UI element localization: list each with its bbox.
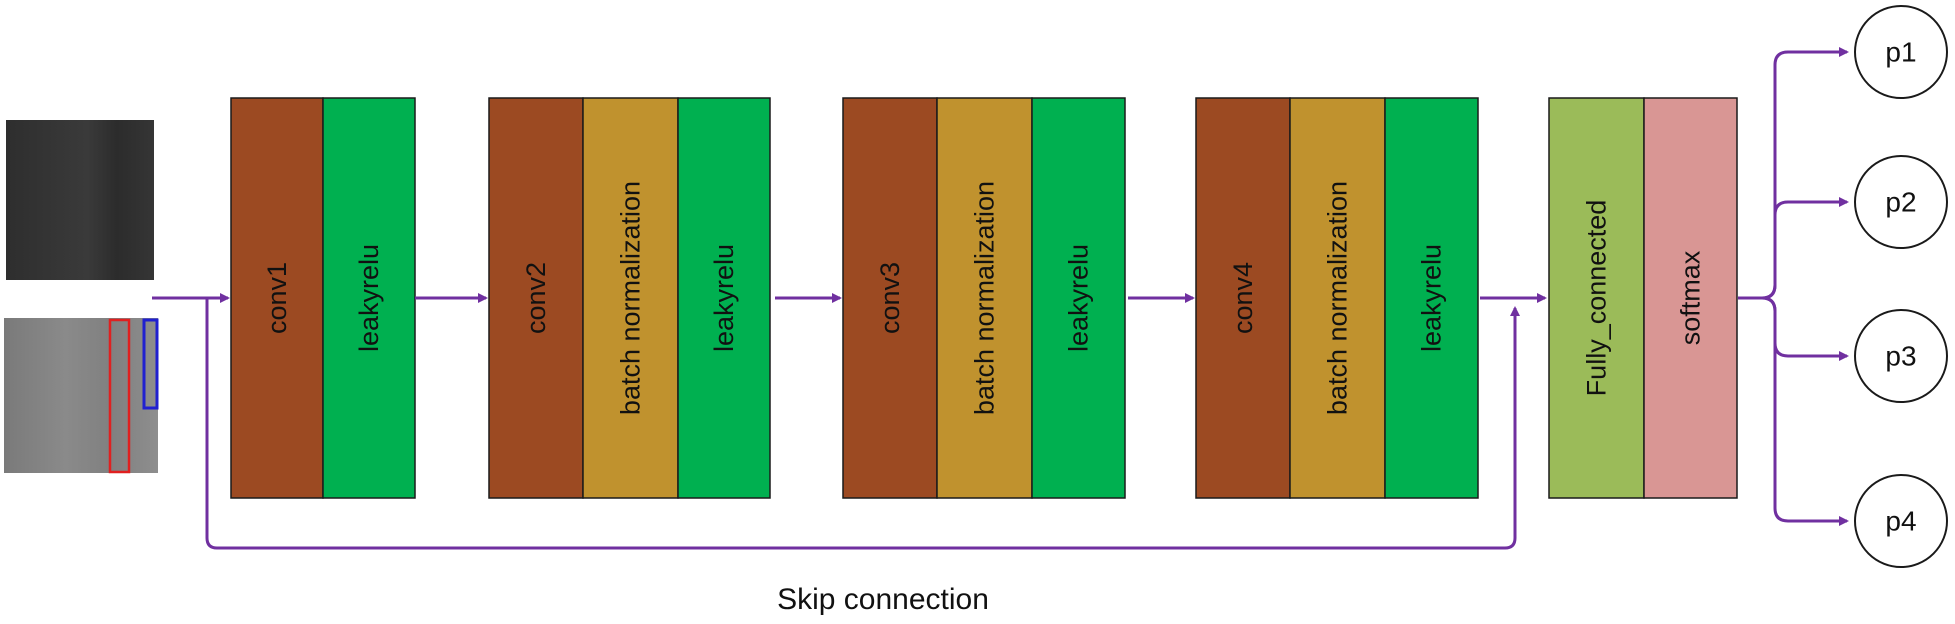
layer-softmax-box: [1643, 97, 1738, 499]
layer-blocks: conv1 leakyrelu conv2 batch normalization le…: [230, 97, 1738, 499]
skip-connection-path: [192, 296, 1520, 550]
layer-label: conv2: [521, 262, 551, 334]
output-circle: [1854, 474, 1948, 568]
output-node-p4: p4: [1854, 474, 1948, 568]
output-circle: [1854, 5, 1948, 99]
layer-label: softmax: [1676, 250, 1706, 345]
layer-label: Fully_connected: [1582, 200, 1612, 397]
output-node-p3: p3: [1854, 309, 1948, 403]
edges: [152, 47, 1849, 550]
layer-leakyrelu-box: [1384, 97, 1479, 499]
layer-fully-connected-box: [1548, 97, 1645, 499]
layer-label: leakyrelu: [709, 244, 739, 352]
layer-label: leakyrelu: [1064, 244, 1094, 352]
output-label: p1: [1885, 37, 1916, 68]
layer-label: batch normalization: [1323, 181, 1353, 415]
output-circle: [1854, 155, 1948, 249]
layer-label: conv3: [875, 262, 905, 334]
layer-leakyrelu-box: [1031, 97, 1126, 499]
layer-label: conv4: [1228, 262, 1258, 334]
layer-label: conv1: [262, 262, 292, 334]
layer-conv-box: [230, 97, 324, 499]
layer-block-1: conv1 leakyrelu: [230, 97, 416, 499]
layer-conv-box: [488, 97, 584, 499]
layer-conv-box: [1195, 97, 1291, 499]
layer-block-5: Fully_connected softmax: [1548, 97, 1738, 499]
layer-block-3: conv3 batch normalization leakyrelu: [842, 97, 1126, 499]
layer-block-2: conv2 batch normalization leakyrelu: [488, 97, 771, 499]
input-image-dark: [6, 120, 154, 280]
output-node-p2: p2: [1854, 155, 1948, 249]
layer-batch-norm-box: [936, 97, 1033, 499]
layer-batch-norm-box: [1289, 97, 1386, 499]
output-label: p3: [1885, 341, 1916, 372]
edge-to-p4: [1761, 296, 1849, 526]
layer-label: leakyrelu: [354, 244, 384, 352]
output-node-p1: p1: [1854, 5, 1948, 99]
edge-to-p2: [1761, 197, 1849, 300]
layer-label: batch normalization: [970, 181, 1000, 415]
layer-label: batch normalization: [616, 181, 646, 415]
edge-to-p1: [1738, 47, 1849, 300]
layer-batch-norm-box: [582, 97, 679, 499]
roi-blue-box: [142, 318, 159, 410]
layer-block-4: conv4 batch normalization leakyrelu: [1195, 97, 1479, 499]
output-nodes: p1 p2 p3 p4: [1854, 5, 1948, 568]
layer-label: leakyrelu: [1417, 244, 1447, 352]
output-circle: [1854, 309, 1948, 403]
layer-conv-box: [842, 97, 938, 499]
output-label: p4: [1885, 506, 1916, 537]
input-images: [4, 120, 159, 474]
layer-leakyrelu-box: [677, 97, 771, 499]
output-label: p2: [1885, 187, 1916, 218]
output-edges: [1738, 47, 1849, 526]
input-image-light: [4, 318, 159, 474]
skip-connection-label: Skip connection: [777, 583, 989, 616]
roi-red-box: [108, 318, 131, 474]
